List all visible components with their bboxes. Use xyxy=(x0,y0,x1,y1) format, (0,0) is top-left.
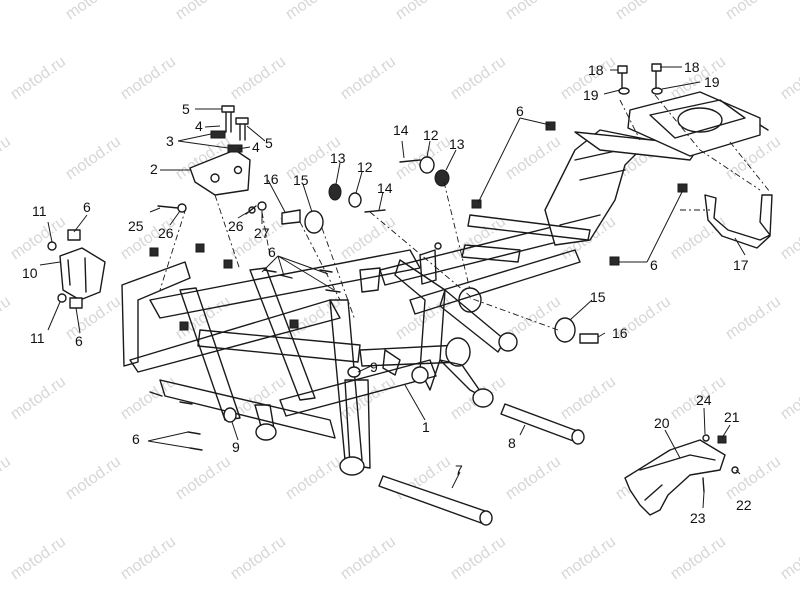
watermark-text: motod.ru xyxy=(723,293,784,343)
callout-6: 6 xyxy=(650,257,658,273)
callout-6: 6 xyxy=(516,103,524,119)
callout-4: 4 xyxy=(252,139,260,155)
watermark-text: motod.ru xyxy=(558,533,619,583)
watermark-text: motod.ru xyxy=(778,533,800,583)
callout-8: 8 xyxy=(508,435,516,451)
callout-5: 5 xyxy=(182,101,190,117)
watermark-text: motod.ru xyxy=(228,53,289,103)
watermark-text: motod.ru xyxy=(448,53,509,103)
callout-19: 19 xyxy=(583,87,599,103)
callout-15: 15 xyxy=(293,172,309,188)
rear-rack xyxy=(617,63,773,249)
watermark-text: motod.ru xyxy=(283,0,344,23)
callout-22: 22 xyxy=(736,497,752,513)
watermark-text: motod.ru xyxy=(0,133,14,183)
callouts: 1 2 3 4 4 5 5 6 6 6 6 6 6 7 8 9 9 10 11 … xyxy=(22,59,752,526)
assembly-lines xyxy=(159,94,771,331)
axles xyxy=(378,403,585,526)
watermark-text: motod.ru xyxy=(778,213,800,263)
callout-26: 26 xyxy=(158,225,174,241)
watermark-text: motod.ru xyxy=(338,213,399,263)
callout-3: 3 xyxy=(166,133,174,149)
watermark-text: motod.ru xyxy=(173,453,234,503)
callout-12: 12 xyxy=(357,159,373,175)
leader-lines xyxy=(39,66,746,509)
callout-10: 10 xyxy=(22,265,38,281)
watermark-text: motod.ru xyxy=(503,0,564,23)
callout-16: 16 xyxy=(612,325,628,341)
watermark-text: motod.ru xyxy=(63,133,124,183)
watermark-text: motod.ru xyxy=(448,533,509,583)
callout-14: 14 xyxy=(377,180,393,196)
watermark-text: motod.ru xyxy=(8,53,69,103)
callout-19: 19 xyxy=(704,74,720,90)
watermark-text: motod.ru xyxy=(118,53,179,103)
watermark-text: motod.ru xyxy=(173,0,234,23)
callout-7: 7 xyxy=(455,462,463,478)
callout-20: 20 xyxy=(654,415,670,431)
callout-23: 23 xyxy=(690,510,706,526)
callout-6: 6 xyxy=(83,199,91,215)
left-bracket xyxy=(47,229,106,309)
callout-13: 13 xyxy=(330,150,346,166)
watermark-text: motod.ru xyxy=(558,373,619,423)
watermark-text: motod.ru xyxy=(668,533,729,583)
callout-27: 27 xyxy=(254,225,270,241)
side-cover xyxy=(624,434,739,516)
watermark-text: motod.ru xyxy=(63,453,124,503)
watermark: motod.ru motod.ru motod.ru motod.ru motod.ru… xyxy=(0,0,800,583)
callout-17: 17 xyxy=(733,257,749,273)
callout-1: 1 xyxy=(422,419,430,435)
small-bolts xyxy=(157,201,267,215)
watermark-text: motod.ru xyxy=(723,453,784,503)
callout-6: 6 xyxy=(132,431,140,447)
callout-12: 12 xyxy=(423,127,439,143)
main-frame xyxy=(121,129,701,476)
callout-14: 14 xyxy=(393,122,409,138)
watermark-text: motod.ru xyxy=(118,373,179,423)
callout-21: 21 xyxy=(724,409,740,425)
callout-26: 26 xyxy=(228,218,244,234)
callout-9: 9 xyxy=(370,359,378,375)
watermark-text: motod.ru xyxy=(393,0,454,23)
watermark-text: motod.ru xyxy=(8,533,69,583)
callout-6: 6 xyxy=(268,244,276,260)
watermark-text: motod.ru xyxy=(0,293,14,343)
watermark-text: motod.ru xyxy=(723,0,784,23)
watermark-text: motod.ru xyxy=(283,453,344,503)
watermark-text: motod.ru xyxy=(173,293,234,343)
watermark-text: motod.ru xyxy=(503,133,564,183)
watermark-text: motod.ru xyxy=(613,0,674,23)
watermark-text: motod.ru xyxy=(778,373,800,423)
watermark-text: motod.ru xyxy=(338,533,399,583)
callout-16: 16 xyxy=(263,171,279,187)
watermark-text: motod.ru xyxy=(63,0,124,23)
callout-6: 6 xyxy=(75,333,83,349)
callout-5: 5 xyxy=(265,135,273,151)
callout-11: 11 xyxy=(30,330,45,346)
watermark-text: motod.ru xyxy=(228,533,289,583)
callout-18: 18 xyxy=(684,59,700,75)
watermark-text: motod.ru xyxy=(503,453,564,503)
callout-2: 2 xyxy=(150,161,158,177)
watermark-text: motod.ru xyxy=(118,533,179,583)
callout-4: 4 xyxy=(195,118,203,134)
watermark-text: motod.ru xyxy=(0,453,14,503)
callout-9: 9 xyxy=(232,439,240,455)
watermark-text: motod.ru xyxy=(668,213,729,263)
callout-11: 11 xyxy=(32,203,47,219)
callout-25: 25 xyxy=(128,218,144,234)
rubber-mounts xyxy=(281,156,599,344)
clips xyxy=(149,121,688,451)
watermark-text: motod.ru xyxy=(338,53,399,103)
watermark-text: motod.ru xyxy=(8,373,69,423)
callout-13: 13 xyxy=(449,136,465,152)
watermark-text: motod.ru xyxy=(0,0,14,23)
watermark-text: motod.ru xyxy=(778,53,800,103)
callout-15: 15 xyxy=(590,289,606,305)
callout-18: 18 xyxy=(588,62,604,78)
callout-24: 24 xyxy=(696,392,712,408)
